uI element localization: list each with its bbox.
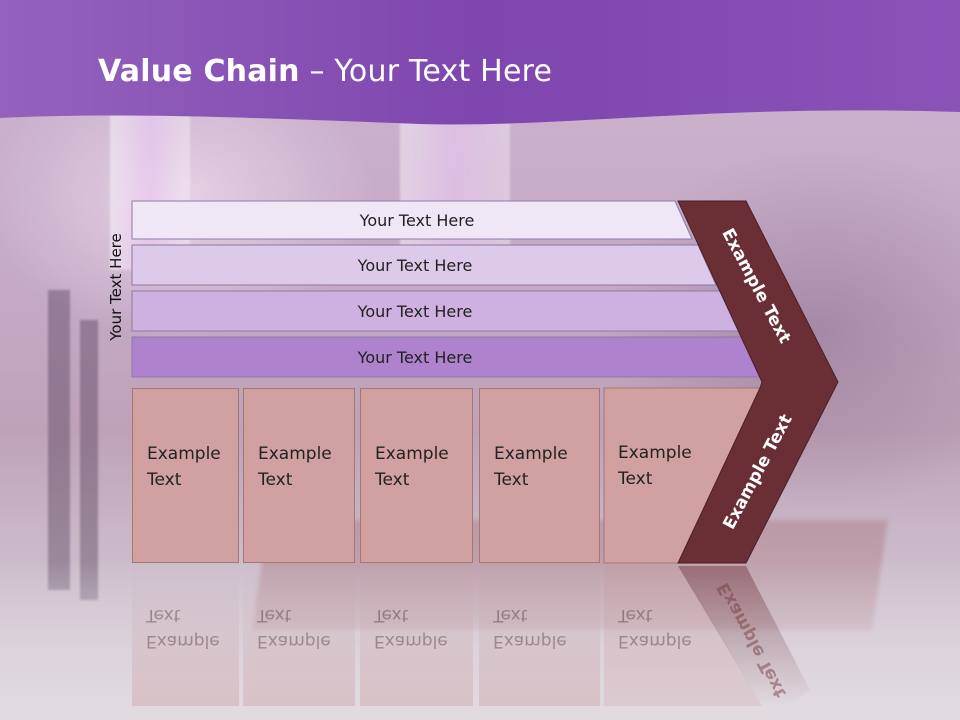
column-reflection-4: Example Text	[479, 566, 600, 706]
title-rest: – Your Text Here	[299, 54, 553, 89]
bar-label-4: Your Text Here	[357, 347, 473, 367]
column-3: Example Text	[360, 388, 473, 563]
column-reflection-2: Example Text	[243, 566, 355, 706]
column-reflection-3: Example Text	[360, 566, 473, 706]
column-reflection-label-4: Example Text	[493, 605, 567, 651]
slide-title: Value Chain – Your Text Here	[98, 54, 552, 89]
bar-1: Your Text Here	[132, 201, 692, 239]
column-label-5: Example Text	[618, 443, 692, 489]
column-reflection-5-text: Example Text	[604, 566, 704, 706]
column-reflection-label-3: Example Text	[374, 605, 448, 651]
bar-2: Your Text Here	[132, 245, 698, 285]
column-reflection-label-2: Example Text	[257, 605, 331, 651]
column-reflection-1: Example Text	[132, 566, 239, 706]
column-label-1: Example Text	[147, 444, 221, 490]
bar-4: Your Text Here	[132, 337, 698, 377]
chair-silhouette	[48, 290, 70, 590]
title-bold: Value Chain	[98, 54, 300, 89]
column-label-4: Example Text	[494, 444, 568, 490]
column-2: Example Text	[243, 388, 355, 563]
bar-label-1: Your Text Here	[359, 210, 475, 230]
bar-label-2: Your Text Here	[357, 255, 473, 275]
column-1: Example Text	[132, 388, 239, 563]
chair-silhouette	[80, 320, 98, 600]
window-light	[400, 110, 510, 270]
column-5: Example Text	[604, 388, 704, 563]
window-light	[110, 110, 190, 270]
column-reflection-label-5: Example Text	[618, 605, 692, 651]
column-label-2: Example Text	[258, 444, 332, 490]
column-4: Example Text	[479, 388, 600, 563]
column-reflection-label-1: Example Text	[146, 605, 220, 651]
bar-3: Your Text Here	[132, 291, 698, 331]
column-label-3: Example Text	[375, 444, 449, 490]
bar-label-3: Your Text Here	[357, 301, 473, 321]
header-banner	[0, 0, 960, 125]
